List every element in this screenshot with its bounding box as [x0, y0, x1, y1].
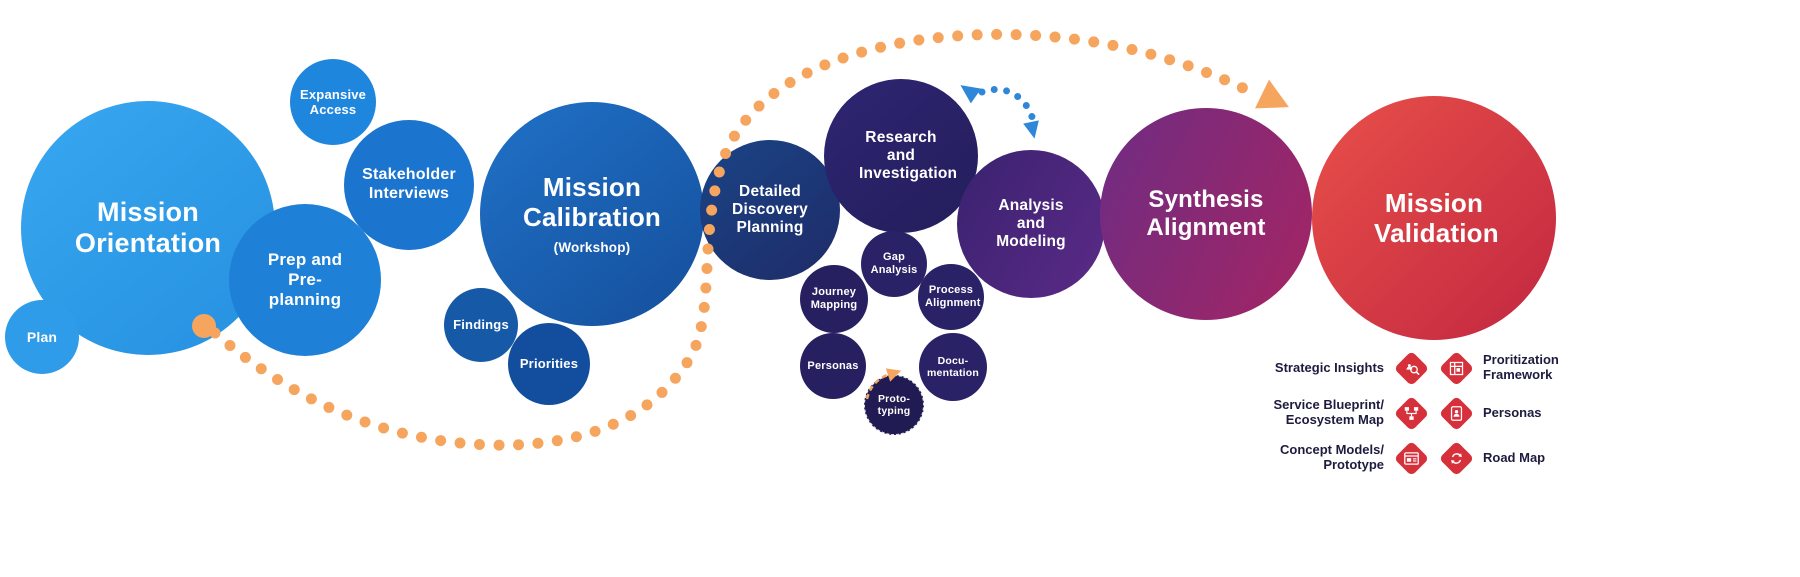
mission-validation-label: Mission Validation	[1374, 187, 1499, 248]
personas-icon	[1450, 405, 1462, 421]
bubble-priorities: Priorities	[508, 323, 590, 405]
legend-diamond	[1438, 440, 1474, 476]
bubble-mission-calibration: Mission Calibration (Workshop)	[480, 102, 704, 326]
legend-diamond	[1393, 395, 1429, 431]
stakeholder-interviews-label: Stakeholder Interviews	[362, 166, 456, 202]
bubble-documentation: Docu- mentation	[919, 333, 987, 401]
bubble-research-investigation: Research and Investigation	[824, 79, 978, 233]
strategic-insights-icon	[1405, 363, 1419, 375]
journey-mapping-label: Journey Mapping	[810, 286, 858, 311]
legend-label-prioritization-framework: Proritization Framework	[1483, 352, 1559, 382]
concept-models-icon	[1403, 451, 1419, 465]
orange-arrowhead-icon	[1254, 79, 1289, 109]
mission-calibration-sublabel: (Workshop)	[553, 240, 631, 256]
legend-label-road-map: Road Map	[1483, 449, 1546, 465]
bubble-personas: Personas	[800, 333, 866, 399]
legend-label-concept-models: Concept Models/ Prototype	[1279, 442, 1384, 472]
bubble-mission-validation: Mission Validation	[1312, 96, 1556, 340]
bubble-stakeholder-interviews: Stakeholder Interviews	[344, 120, 474, 250]
bubble-analysis-modeling: Analysis and Modeling	[957, 150, 1105, 298]
bubble-process-alignment: Process Alignment	[918, 264, 984, 330]
mission-orientation-label: Mission Orientation	[74, 196, 222, 258]
prep-preplanning-label: Prep and Pre-planning	[267, 250, 343, 309]
analysis-modeling-label: Analysis and Modeling	[996, 197, 1066, 250]
bubble-prototyping: Proto- typing	[864, 375, 924, 435]
plan-label: Plan	[26, 328, 58, 345]
bubble-detailed-discovery-planning: Detailed Discovery Planning	[700, 140, 840, 280]
legend-label-strategic-insights: Strategic Insights	[1274, 359, 1384, 375]
bubble-synthesis-alignment: Synthesis Alignment	[1100, 108, 1312, 320]
bubble-journey-mapping: Journey Mapping	[800, 265, 868, 333]
legend-diamond	[1438, 350, 1474, 386]
personas-small-label: Personas	[807, 359, 859, 372]
legend-diamond	[1393, 350, 1429, 386]
prototyping-label: Proto- typing	[877, 392, 911, 417]
documentation-label: Docu- mentation	[927, 354, 979, 379]
legend-row-1: Strategic Insights Proritization Framewo…	[1252, 350, 1603, 386]
legend-row-3: Concept Models/ Prototype Road	[1252, 440, 1603, 476]
legend-diamond	[1393, 440, 1429, 476]
bubble-prep-preplanning: Prep and Pre-planning	[229, 204, 381, 356]
road-map-icon	[1450, 452, 1462, 464]
blue-arrowhead-right-icon	[1023, 120, 1039, 139]
service-blueprint-icon	[1404, 406, 1418, 420]
mission-calibration-label: Mission Calibration	[523, 172, 661, 233]
expansive-access-label: Expansive Access	[300, 86, 367, 117]
gap-analysis-label: Gap Analysis	[870, 251, 918, 276]
detailed-discovery-planning-label: Detailed Discovery Planning	[732, 183, 808, 236]
legend-row-2: Service Blueprint/ Ecosystem Map Persona…	[1252, 395, 1603, 431]
prioritization-framework-icon	[1449, 361, 1463, 375]
priorities-label: Priorities	[519, 356, 579, 372]
legend-diamond	[1438, 395, 1474, 431]
blue-arrowhead-left-icon	[960, 85, 982, 104]
research-investigation-label: Research and Investigation	[859, 129, 958, 182]
bubble-gap-analysis: Gap Analysis	[861, 231, 927, 297]
legend-label-personas: Personas	[1483, 404, 1542, 420]
legend-label-service-blueprint: Service Blueprint/ Ecosystem Map	[1273, 397, 1384, 427]
process-alignment-label: Process Alignment	[925, 284, 981, 309]
deliverables-legend: Strategic Insights Proritization Framewo…	[1252, 350, 1603, 476]
synthesis-alignment-label: Synthesis Alignment	[1146, 186, 1266, 241]
bubble-findings: Findings	[444, 288, 518, 362]
bubble-expansive-access: Expansive Access	[290, 59, 376, 145]
findings-label: Findings	[453, 317, 509, 333]
blue-dotted-path	[978, 85, 1037, 124]
bubble-plan: Plan	[5, 300, 79, 374]
